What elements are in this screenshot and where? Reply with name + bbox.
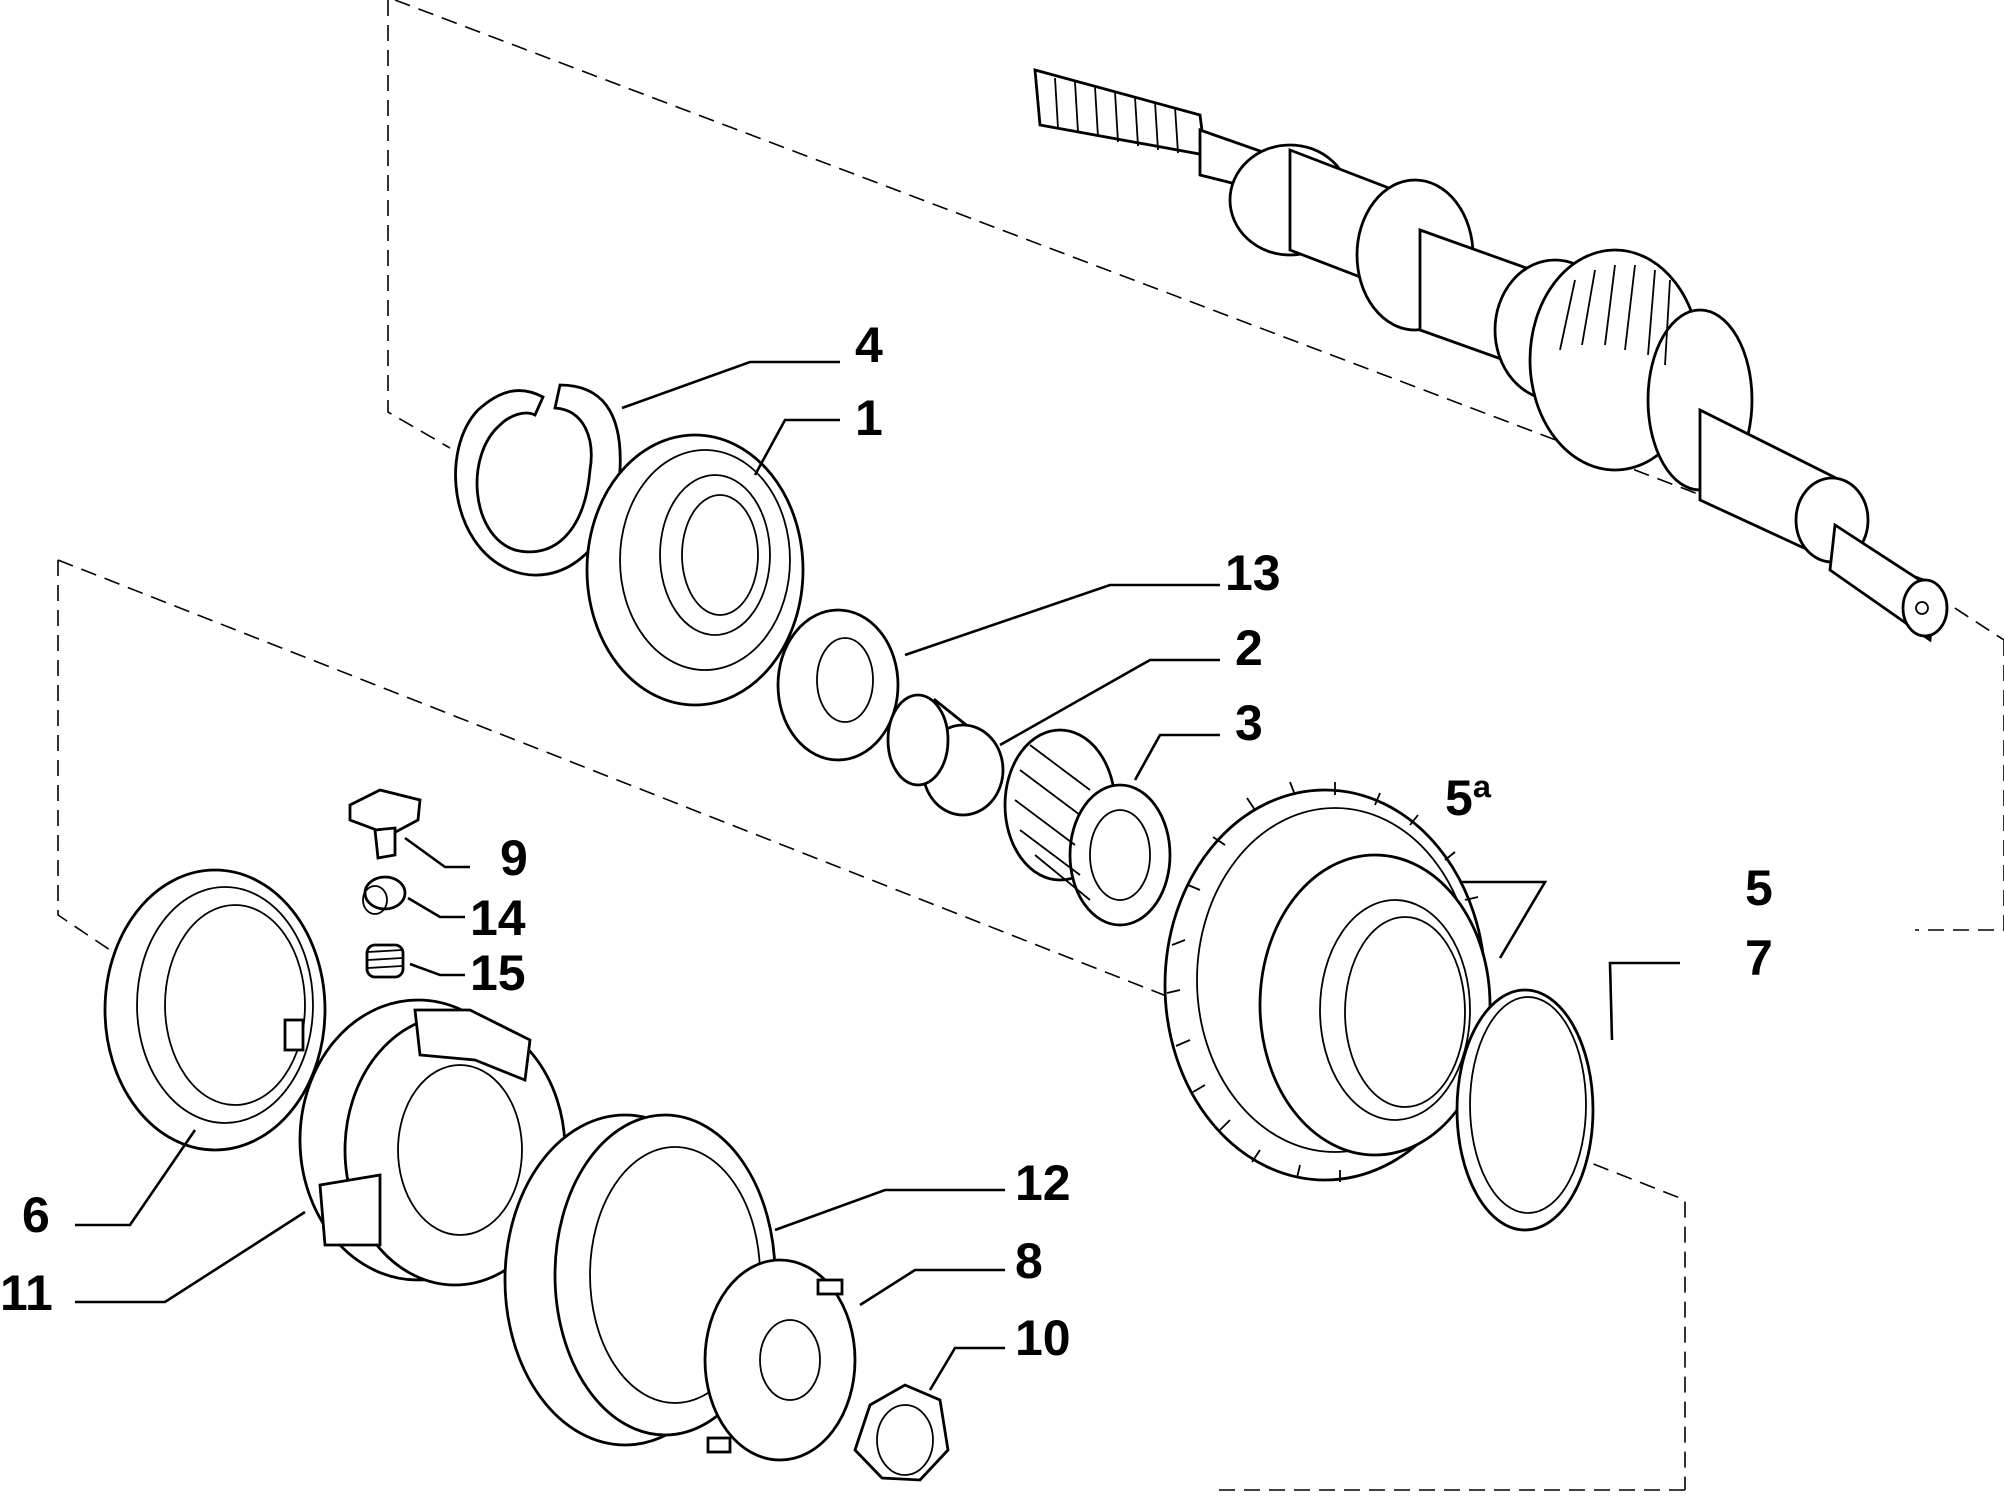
nut-icon — [853, 1383, 950, 1482]
callout-10: 10 — [1015, 1310, 1071, 1366]
callout-14: 14 — [470, 890, 526, 946]
callout-13: 13 — [1225, 545, 1281, 601]
callout-15: 15 — [470, 945, 526, 1001]
callout-2: 2 — [1235, 620, 1263, 676]
callout-7: 7 — [1745, 930, 1773, 986]
callout-5: 5 — [1745, 860, 1773, 916]
callout-3: 3 — [1235, 695, 1263, 751]
callout-11: 11 — [0, 1265, 53, 1321]
gear-icon — [1163, 781, 1492, 1182]
callout-4: 4 — [855, 317, 883, 373]
callout-9: 9 — [500, 830, 528, 886]
callout-6: 6 — [22, 1187, 50, 1243]
callout-1: 1 — [855, 390, 883, 446]
spring-icon — [365, 943, 405, 979]
callout-8: 8 — [1015, 1233, 1043, 1289]
leader-lines — [75, 360, 1680, 1391]
synchronizer-ring-icon — [103, 868, 327, 1152]
callout-12: 12 — [1015, 1155, 1071, 1211]
spacer-ring-icon — [776, 608, 900, 762]
snap-ring-icon — [454, 383, 622, 577]
synchro-key-icon — [348, 788, 422, 860]
needle-roller-cage-icon — [1003, 728, 1172, 927]
thrust-washer-icon — [1455, 988, 1595, 1232]
synchronizer-hub-icon — [298, 998, 567, 1287]
callout-5a: 5ª — [1445, 770, 1492, 826]
tab-washer-icon — [703, 1258, 857, 1462]
ball-bearing-icon — [585, 433, 805, 707]
main-shaft-icon — [1033, 68, 1949, 643]
bushing-icon — [886, 693, 1005, 817]
detent-ball-icon — [362, 875, 407, 915]
